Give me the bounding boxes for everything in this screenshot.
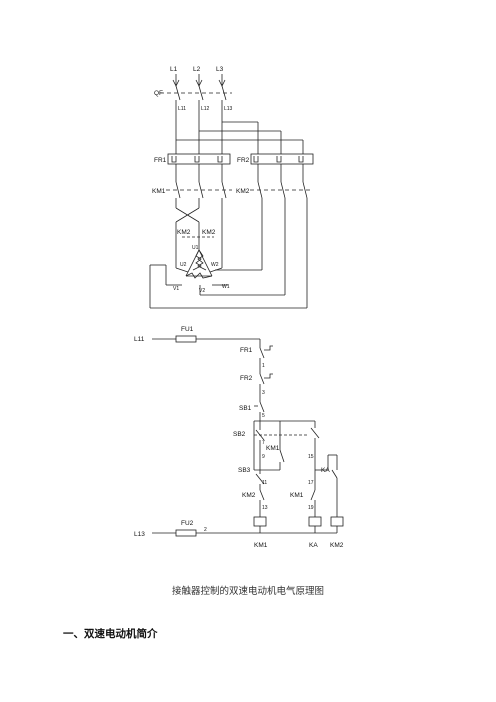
fr2-contact-label: FR2	[240, 375, 253, 382]
figure-caption: 接触器控制的双速电动机电气原理图	[171, 586, 324, 597]
fr2-label: FR2	[237, 157, 250, 164]
l11-label: L11	[134, 336, 145, 343]
power-circuit-lines	[149, 74, 314, 309]
fu1-label: FU1	[181, 326, 194, 333]
wire-number: 13	[262, 505, 268, 511]
terminal-u2: U2	[180, 262, 187, 268]
phase-label-l1: L1	[170, 66, 178, 73]
fr1-contact-label: FR1	[240, 347, 253, 354]
sb2-label: SB2	[233, 431, 246, 438]
phase-label-l2: L2	[193, 66, 201, 73]
wire-number: 19	[308, 505, 314, 511]
breaker-label: QF	[154, 90, 163, 97]
phase-label-l3: L3	[216, 66, 224, 73]
terminal-v2: V2	[199, 288, 205, 294]
wire-number: 2	[204, 527, 207, 533]
line-label-l12: L12	[201, 106, 210, 112]
wire-number: 15	[308, 454, 314, 460]
km2-label: KM2	[236, 188, 250, 195]
terminal-w2: W2	[211, 262, 219, 268]
km1-interlock-label: KM1	[290, 492, 304, 499]
l13-label: L13	[134, 531, 145, 538]
line-label-l11: L11	[178, 106, 186, 112]
km2-interlock-label: KM2	[242, 492, 256, 499]
wire-number: 3	[262, 390, 265, 396]
km1-label: KM1	[152, 188, 166, 195]
terminal-v1: V1	[173, 286, 179, 292]
fu2-label: FU2	[181, 520, 194, 527]
coil-label-km1: KM1	[254, 542, 268, 549]
wire-number: 1	[262, 363, 265, 369]
coil-label-ka: KA	[309, 542, 318, 549]
coil-label-km2: KM2	[330, 542, 344, 549]
line-label-l13: L13	[224, 106, 233, 112]
sb1-label: SB1	[239, 405, 252, 412]
fr1-label: FR1	[154, 157, 167, 164]
wire-number: 7	[262, 440, 265, 446]
ka-contact-label: KA	[321, 467, 330, 474]
km1-aux-label: KM1	[266, 445, 280, 452]
km2-star-left-label: KM2	[177, 229, 191, 236]
section-heading: 一、双速电动机简介	[63, 628, 158, 640]
wire-number: 17	[308, 480, 314, 486]
km2-star-right-label: KM2	[202, 229, 216, 236]
terminal-w1: W1	[222, 284, 230, 290]
wire-number: 5	[262, 413, 265, 419]
wire-number: 9	[262, 454, 265, 460]
wire-number: 11	[262, 480, 267, 486]
terminal-u1: U1	[192, 245, 199, 251]
sb3-label: SB3	[238, 467, 251, 474]
control-circuit-lines	[152, 335, 344, 537]
